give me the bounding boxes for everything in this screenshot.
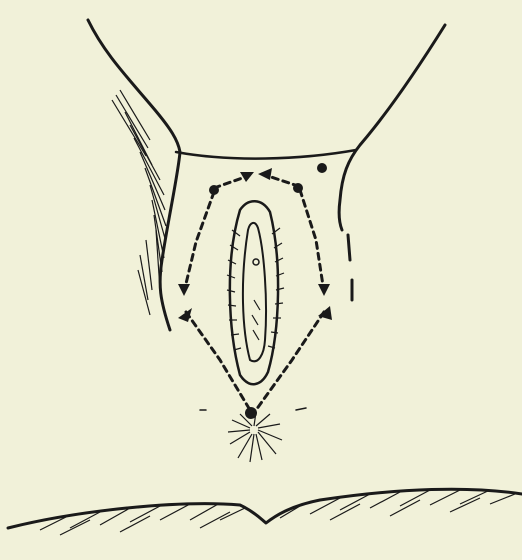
lower-tuft	[228, 412, 282, 462]
marker-dot	[317, 163, 327, 173]
upper-boundary-curve	[176, 150, 356, 159]
right-fold-line	[348, 235, 352, 300]
arrow-low-left-icon	[178, 308, 192, 322]
right-tick	[296, 408, 306, 410]
right-thigh-outline	[339, 25, 445, 230]
marker-dot	[293, 183, 303, 193]
arrow-top-left-icon	[240, 172, 254, 182]
marker-dot	[209, 185, 219, 195]
left-thigh-outline	[88, 20, 180, 330]
marker-dots	[209, 163, 327, 419]
incision-path	[184, 174, 324, 410]
arrow-top-right-icon	[258, 168, 272, 180]
central-structure	[227, 201, 284, 384]
arrow-mid-left-icon	[178, 284, 190, 296]
left-thigh-shading	[112, 90, 166, 315]
buttocks-shading	[40, 490, 515, 535]
direction-arrows	[178, 168, 332, 322]
arrow-mid-right-icon	[318, 284, 330, 296]
